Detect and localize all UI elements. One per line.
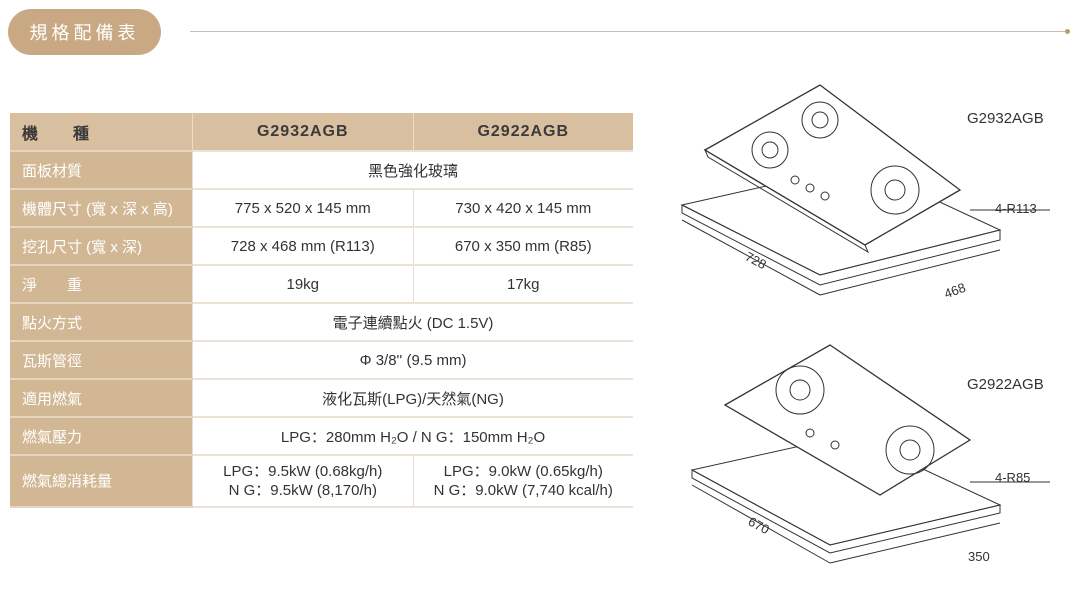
row-value-a: 775 x 520 x 145 mm — [192, 189, 413, 228]
row-label: 面板材質 — [10, 151, 193, 190]
divider — [190, 31, 1070, 32]
row-label: 機體尺寸 (寬 x 深 x 高) — [10, 189, 193, 228]
diagram-model-a: G2932AGB — [967, 110, 1044, 127]
diagram-radius-a: 4-R113 — [995, 201, 1037, 216]
model-a: G2932AGB — [192, 113, 413, 152]
lpg-value: LPG：9.5kW (0.68kg/h) — [223, 463, 383, 480]
row-value: 液化瓦斯(LPG)/天然氣(NG) — [192, 379, 633, 418]
row-label: 點火方式 — [10, 303, 193, 342]
table-row: 挖孔尺寸 (寬 x 深)728 x 468 mm (R113)670 x 350… — [10, 227, 633, 266]
model-b: G2922AGB — [412, 113, 633, 152]
stove-diagram-2-burner — [690, 344, 1050, 564]
row-label: 適用燃氣 — [10, 379, 193, 418]
diagram-radius-b: 4-R85 — [995, 470, 1031, 485]
row-value: 黑色強化玻璃 — [192, 151, 633, 190]
row-label: 燃氣壓力 — [10, 417, 193, 456]
row-label: 燃氣總消耗量 — [10, 455, 193, 508]
table-header-row: 機 種 G2932AGB G2922AGB — [10, 113, 633, 152]
row-value-a: 728 x 468 mm (R113) — [192, 227, 413, 266]
table-row: 燃氣總消耗量 LPG：9.5kW (0.68kg/h) N G：9.5kW (8,… — [10, 455, 633, 508]
row-label: 瓦斯管徑 — [10, 341, 193, 380]
ng-value: N G：9.0kW (7,740 kcal/h) — [433, 482, 613, 499]
row-value: 電子連續點火 (DC 1.5V) — [192, 303, 633, 342]
row-value-a: LPG：9.5kW (0.68kg/h) N G：9.5kW (8,170/h) — [192, 455, 413, 508]
stove-diagrams — [680, 84, 1050, 564]
row-label: 淨 重 — [10, 265, 193, 304]
header-label: 機 種 — [10, 113, 193, 152]
row-value: Φ 3/8'' (9.5 mm) — [192, 341, 633, 380]
diagram-depth-b: 350 — [968, 549, 990, 564]
diagram-model-b: G2922AGB — [967, 376, 1044, 393]
stove-diagram-3-burner — [680, 84, 1050, 296]
row-value-b: 670 x 350 mm (R85) — [412, 227, 633, 266]
row-value-b: 17kg — [412, 265, 633, 304]
table-row: 適用燃氣液化瓦斯(LPG)/天然氣(NG) — [10, 379, 633, 418]
row-value-a: 19kg — [192, 265, 413, 304]
row-label: 挖孔尺寸 (寬 x 深) — [10, 227, 193, 266]
table-row: 面板材質黑色強化玻璃 — [10, 151, 633, 190]
section-title: 規格配備表 — [8, 9, 161, 55]
spec-table: 機 種 G2932AGB G2922AGB 面板材質黑色強化玻璃 機體尺寸 (寬… — [10, 113, 633, 508]
divider-dot — [1065, 29, 1070, 34]
row-value-b: 730 x 420 x 145 mm — [412, 189, 633, 228]
row-value: LPG：280mm H₂O / N G：150mm H₂O — [192, 417, 633, 456]
ng-value: N G：9.5kW (8,170/h) — [228, 482, 377, 499]
table-row: 點火方式電子連續點火 (DC 1.5V) — [10, 303, 633, 342]
lpg-value: LPG：9.0kW (0.65kg/h) — [443, 463, 603, 480]
row-value-b: LPG：9.0kW (0.65kg/h) N G：9.0kW (7,740 kca… — [412, 455, 633, 508]
